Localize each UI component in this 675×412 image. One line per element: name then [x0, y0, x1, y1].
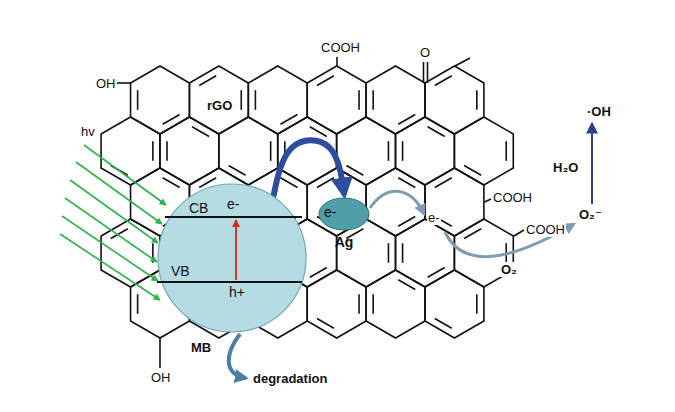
electron-flow-arrow: [274, 140, 344, 195]
species-label: O₂⁻: [578, 207, 603, 222]
functional-group-bonds: [117, 57, 524, 368]
electron-label: e-: [427, 210, 441, 225]
band-label: CB: [189, 201, 208, 216]
particle-name: Ag: [335, 235, 354, 250]
semiconductor-particle: CB e- VB h+: [157, 183, 307, 333]
degradation-arrow: [229, 334, 246, 378]
light-rays: [60, 145, 166, 300]
radical-arrow: [591, 124, 593, 204]
silver-nanoparticle: e-Ag: [318, 197, 370, 231]
species-label: H₂O: [552, 160, 579, 175]
species-label: O₂: [500, 262, 518, 277]
functional-group: OH: [150, 370, 172, 385]
radical-label: ·OH: [586, 104, 612, 119]
photon-label: hv: [80, 124, 96, 139]
electron-label: e-: [324, 205, 336, 220]
functional-group: COOH: [492, 190, 533, 205]
process-label: degradation: [252, 371, 328, 386]
band-label: e-: [227, 197, 239, 212]
band-label: VB: [171, 264, 190, 279]
functional-group: COOH: [525, 222, 566, 237]
pollutant-label: MB: [190, 340, 212, 355]
electron-transfer-arrow: [370, 191, 424, 214]
functional-group: OH: [95, 76, 117, 91]
band-label: h+: [229, 285, 245, 300]
functional-group: COOH: [320, 40, 361, 55]
functional-group: O: [419, 45, 431, 60]
material-name: rGO: [206, 98, 233, 113]
